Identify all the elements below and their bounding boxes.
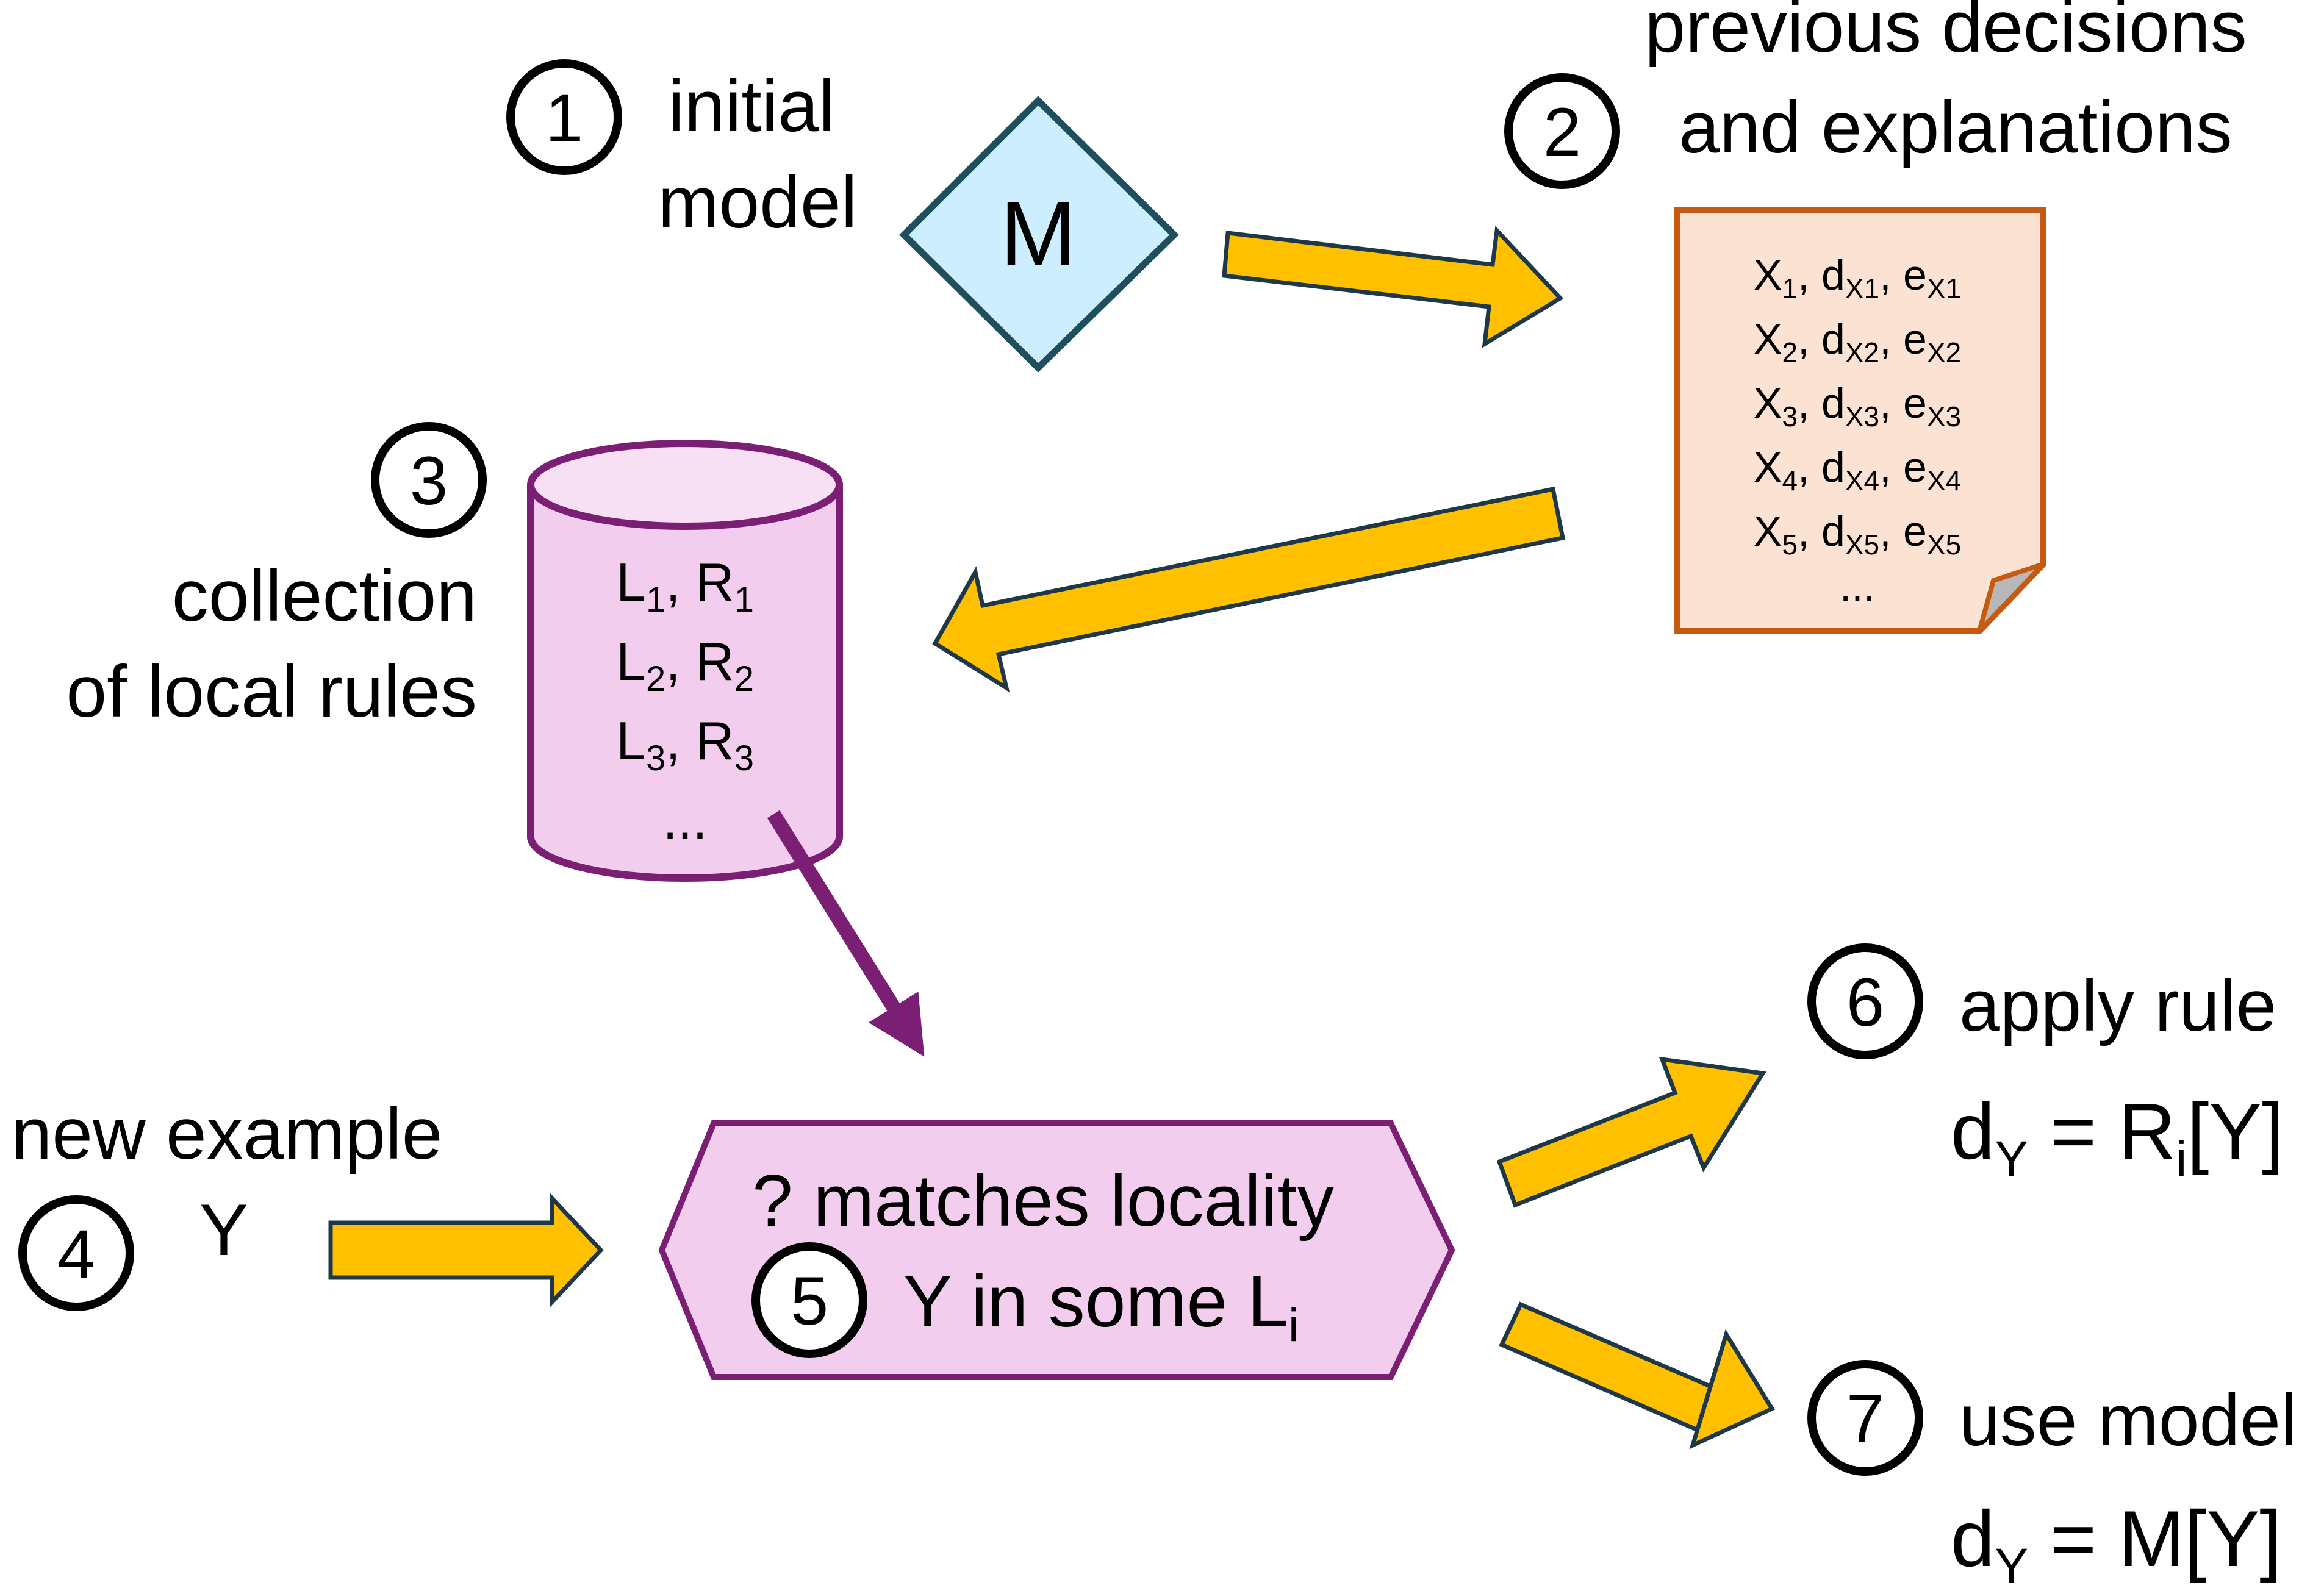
rules-database: L1, R1 L2, R2 L3, R3 ... bbox=[527, 440, 843, 882]
step-7-formula: dY = M[Y] bbox=[1951, 1494, 2281, 1588]
database-ellipsis: ... bbox=[662, 790, 707, 850]
step-3-circle bbox=[371, 422, 487, 538]
document-fold bbox=[1977, 562, 2045, 633]
step-4-label-line1: new example bbox=[11, 1093, 442, 1175]
step-1-number: 1 bbox=[545, 80, 583, 156]
step-3-number: 3 bbox=[410, 443, 448, 519]
step-5-circle bbox=[751, 1242, 867, 1358]
document-ellipsis: ... bbox=[1840, 562, 1875, 610]
step-7-number: 7 bbox=[1846, 1381, 1884, 1457]
model-diamond bbox=[899, 96, 1179, 373]
step-7-circle bbox=[1807, 1360, 1923, 1476]
step-7-label: use model bbox=[1959, 1379, 2297, 1461]
locality-matcher: ? matches locality 5 Y in some Li bbox=[658, 1120, 1455, 1380]
step-6-number: 6 bbox=[1846, 964, 1884, 1040]
database-body bbox=[527, 485, 843, 882]
step-4-label-line2: Y bbox=[199, 1189, 248, 1271]
database-row: L1, R1 bbox=[616, 552, 754, 620]
model-node: M bbox=[899, 96, 1179, 373]
step-1-label-line1: initial bbox=[668, 65, 834, 147]
document-row: X2, dX2, eX2 bbox=[1754, 315, 1962, 368]
step-6-apply-rule: 6 apply rule dY = Ri[Y] bbox=[1807, 943, 2284, 1187]
step-1-circle bbox=[506, 59, 622, 175]
explanations-document: X1, dX1, eX1 X2, dX2, eX2 X3, dX3, eX3 X… bbox=[1674, 207, 2046, 634]
database-row: L3, R3 bbox=[616, 710, 754, 778]
document-row: X1, dX1, eX1 bbox=[1754, 251, 1962, 304]
step-7-use-model: 7 use model dY = M[Y] bbox=[1807, 1360, 2297, 1588]
step-3-label-line2: of local rules bbox=[66, 651, 477, 732]
step-2-label-line2: and explanations bbox=[1679, 87, 2232, 168]
arrow-database-to-matcher bbox=[767, 810, 925, 1057]
step-2-previous-decisions: previous decisions 2 and explanations bbox=[1504, 0, 2247, 189]
arrow-matcher-to-use-model-head bbox=[1689, 1329, 1776, 1450]
document-row: X3, dX3, eX3 bbox=[1754, 379, 1962, 432]
step-6-label: apply rule bbox=[1959, 965, 2276, 1046]
step-4-number: 4 bbox=[57, 1216, 95, 1292]
model-label: M bbox=[1000, 182, 1077, 285]
step-5-number: 5 bbox=[791, 1263, 828, 1339]
arrow-matcher-to-use-model-shaft bbox=[1499, 1301, 1733, 1439]
step-4-new-example: new example 4 Y bbox=[11, 1093, 443, 1311]
document-row: X4, dX4, eX4 bbox=[1754, 443, 1962, 496]
step-3-collection: 3 collection of local rules bbox=[66, 422, 487, 732]
matcher-label-line2: Y in some Li bbox=[903, 1261, 1299, 1351]
step-1-initial-model: 1 initial model bbox=[506, 59, 858, 243]
step-2-circle bbox=[1504, 73, 1620, 189]
step-2-number: 2 bbox=[1543, 94, 1581, 170]
step-6-formula: dY = Ri[Y] bbox=[1951, 1087, 2284, 1187]
step-4-circle bbox=[18, 1195, 134, 1311]
step-6-circle bbox=[1807, 943, 1923, 1059]
database-top bbox=[527, 440, 843, 530]
database-row: L2, R2 bbox=[616, 631, 754, 699]
matcher-label-line1: ? matches locality bbox=[752, 1160, 1334, 1242]
step-2-label-line1: previous decisions bbox=[1644, 0, 2247, 68]
step-1-label-line2: model bbox=[658, 162, 858, 243]
step-3-label-line1: collection bbox=[172, 555, 477, 637]
arrow-document-to-database bbox=[932, 486, 1566, 693]
document-rows: X1, dX1, eX1 X2, dX2, eX2 X3, dX3, eX3 X… bbox=[1754, 251, 1962, 610]
arrow-matcher-to-apply-rule bbox=[1496, 1056, 1766, 1208]
arrow-model-to-document bbox=[1222, 226, 1564, 348]
document-row: X5, dX5, eX5 bbox=[1754, 507, 1962, 560]
arrow-example-to-matcher bbox=[328, 1193, 604, 1307]
